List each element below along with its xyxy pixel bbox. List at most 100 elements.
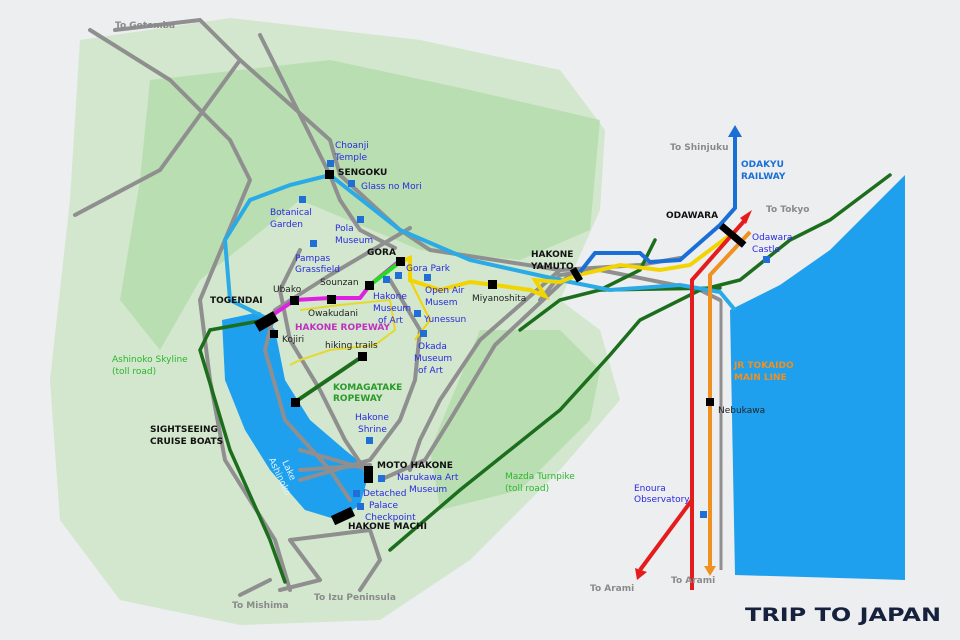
station-komagatake-base (291, 398, 300, 407)
red-line-south (638, 498, 694, 572)
label-togendai: TOGENDAI (210, 296, 263, 306)
label-narukawa-2: Museum (409, 485, 447, 495)
label-choanji-1: Choanji (335, 141, 369, 151)
label-hakone-museum-2: Museum (373, 304, 411, 314)
shinkansen-line (690, 218, 747, 590)
label-to-atami-1: To Arami (590, 584, 634, 594)
label-shrine-2: Shrine (358, 425, 387, 435)
label-moto-hakone: MOTO HAKONE (377, 461, 453, 471)
label-odakyu-2: RAILWAY (741, 172, 786, 182)
label-hakone-ropeway: HAKONE ROPEWAY (295, 323, 390, 333)
station-kojiri (270, 330, 278, 338)
station-togendai (253, 311, 279, 332)
label-odawara: ODAWARA (666, 211, 718, 221)
label-hiking-trails: hiking trails (325, 341, 378, 351)
label-pampas-1: Pampas (295, 254, 331, 264)
label-to-shinjuku: To Shinjuku (670, 143, 729, 153)
label-okada-3: of Art (418, 366, 443, 376)
poi-open-air (424, 274, 431, 281)
hakone-tozan-railway (399, 233, 732, 301)
label-detached-1: Detached (363, 489, 406, 499)
label-ashinoko-skyline-2: (toll road) (112, 367, 156, 377)
label-jr-tokaido-2: MAIN LINE (734, 373, 787, 383)
label-enoura-2: Observatory (634, 495, 690, 505)
arrow-down-icon (635, 568, 647, 580)
label-nebukawa: Nebukawa (718, 406, 765, 416)
label-hakone-yumoto-2: YAMUTO (530, 262, 574, 272)
ashinoko-skyline (198, 318, 287, 584)
arrow-icon (740, 210, 752, 224)
label-sounzan: Sounzan (320, 278, 359, 288)
poi-detached (353, 490, 360, 497)
label-to-gotemba: To Gotemba (115, 21, 175, 31)
station-odawara (718, 223, 747, 248)
label-okada-1: Okada (418, 342, 447, 352)
label-cruise-1: SIGHTSEEING (150, 425, 218, 435)
label-komagatake-1: KOMAGATAKE (333, 383, 402, 393)
logo-text: TRIP TO JAPAN (745, 604, 941, 626)
station-komagatake-top (358, 352, 367, 361)
label-jr-tokaido-1: JR TOKAIDO (733, 361, 794, 371)
label-glass: Glass no Mori (361, 182, 422, 192)
label-enoura-1: Enoura (634, 484, 666, 494)
poi-pampas (310, 240, 317, 247)
poi-gora-park (395, 272, 402, 279)
label-botanical-2: Garden (270, 220, 303, 230)
label-mazda-turnpike-1: Mazda Turnpike (505, 472, 575, 482)
label-hakone-museum-3: of Art (378, 316, 403, 326)
label-kojiri: Kojiri (282, 335, 304, 345)
poi-markers (299, 160, 770, 518)
label-pola-1: Pola (335, 224, 354, 234)
label-owakudani: Owakudani (308, 309, 358, 319)
station-sengoku (325, 170, 334, 179)
arrow-up-icon (728, 125, 742, 137)
label-to-tokyo: To Tokyo (766, 205, 809, 215)
arrow-down-icon (704, 566, 716, 576)
label-pola-2: Museum (335, 236, 373, 246)
poi-botanical (299, 196, 306, 203)
label-miyanoshita: Miyanoshita (472, 294, 526, 304)
poi-hakone-museum (383, 276, 390, 283)
label-okada-2: Museum (414, 354, 452, 364)
station-miyanoshita (488, 280, 497, 289)
poi-checkpoint (357, 503, 364, 510)
poi-enoura (700, 511, 707, 518)
label-detached-3: Checkpoint (365, 513, 416, 523)
label-cruise-2: CRUISE BOATS (150, 437, 223, 447)
trip-to-japan-logo: TRIP TO JAPAN (745, 604, 941, 626)
komagatake-ropeway-line (293, 354, 365, 404)
label-botanical-1: Botanical (270, 208, 312, 218)
poi-odawara-castle (763, 256, 770, 263)
station-moto-hakone (364, 466, 373, 483)
sagami-bay (730, 175, 905, 580)
label-narukawa-1: Narukawa Art (397, 473, 459, 483)
odakyu-railway (578, 135, 737, 274)
poi-okada (420, 330, 427, 337)
label-yunessun: Yunessun (423, 315, 466, 325)
label-to-izu: To Izu Peninsula (314, 593, 396, 603)
jr-tokaido-line (708, 230, 752, 570)
hiking-trails (289, 298, 397, 366)
label-gora: GORA (367, 248, 396, 258)
poi-choanji (327, 160, 334, 167)
label-to-mishima: To Mishima (232, 601, 289, 611)
poi-narukawa (378, 475, 385, 482)
poi-glass (348, 180, 355, 187)
station-nebukawa (706, 398, 714, 406)
label-ubako: Ubako (273, 285, 302, 295)
poi-yunessun (414, 310, 421, 317)
label-to-atami-2: To Arami (671, 576, 715, 586)
station-markers (253, 170, 747, 526)
label-choanji-2: Temple (334, 153, 367, 163)
bus-route-line (222, 172, 737, 322)
label-ashinoko-skyline-1: Ashinoko Skyline (112, 355, 188, 365)
label-odakyu-1: ODAKYU (741, 160, 784, 170)
label-detached-2: Palace (369, 501, 399, 511)
label-komagatake-2: ROPEWAY (333, 394, 383, 404)
poi-labels: Choanji Temple Glass no Mori Botanical G… (270, 141, 792, 523)
label-hakone-yumoto-1: HAKONE (531, 250, 573, 260)
station-sounzan (365, 281, 374, 290)
poi-shrine (366, 437, 373, 444)
station-owakudani (327, 295, 336, 304)
